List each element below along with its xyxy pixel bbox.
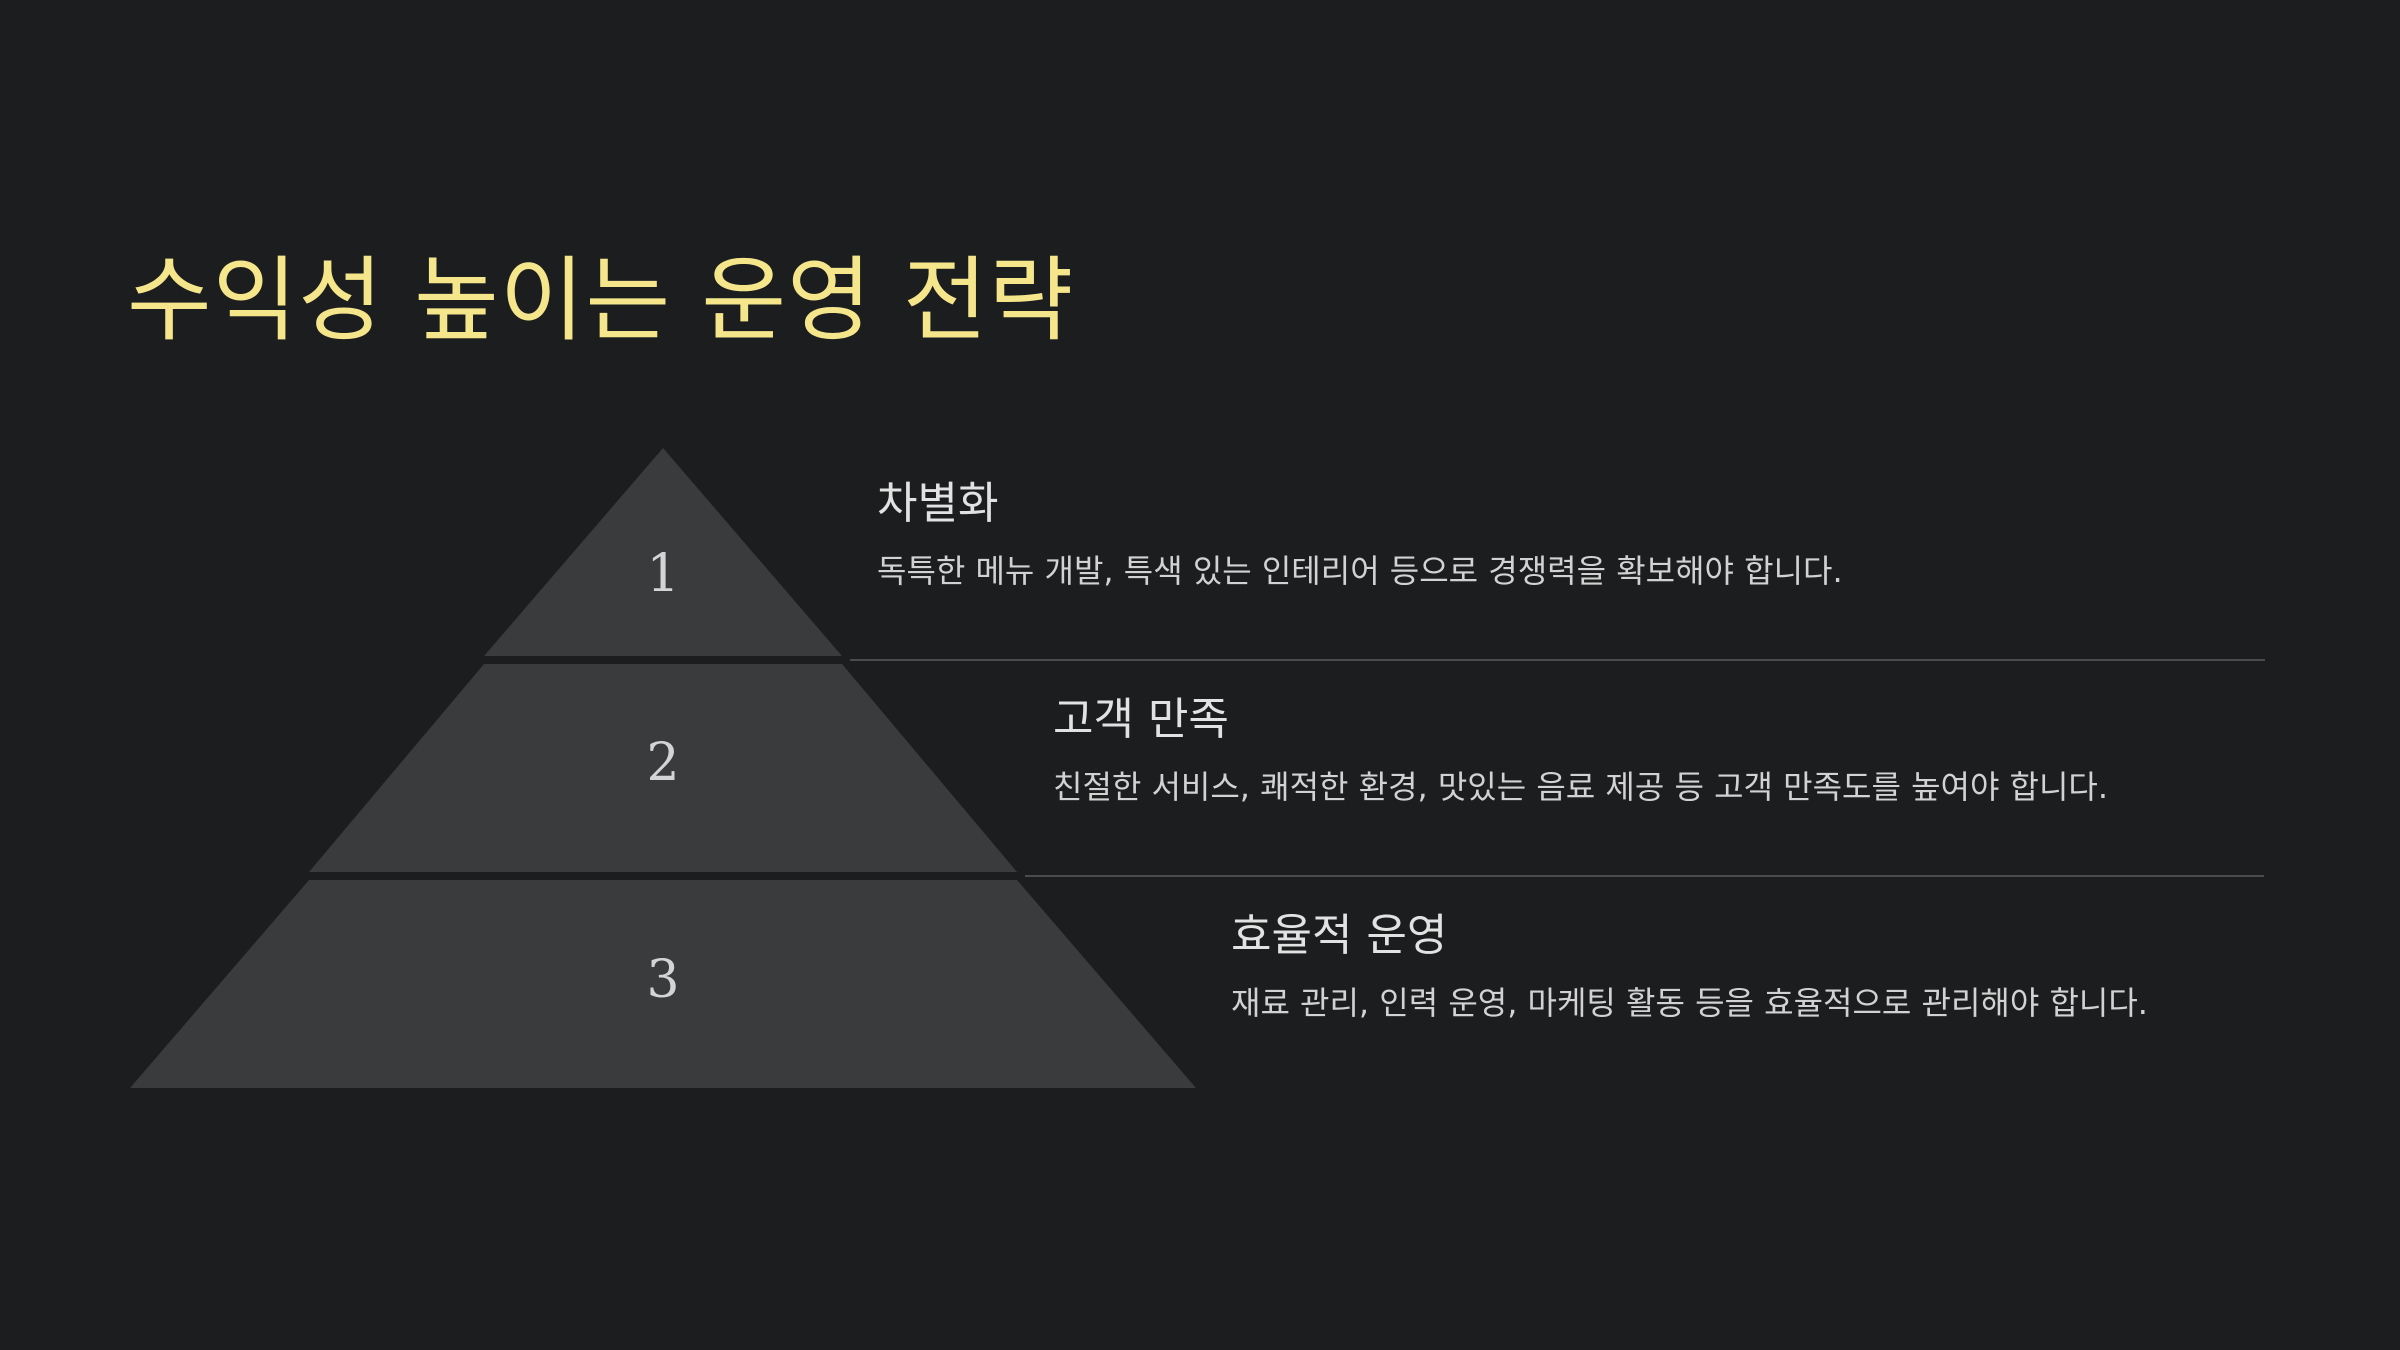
step-1-description: 독특한 메뉴 개발, 특색 있는 인테리어 등으로 경쟁력을 확보해야 합니다. <box>877 551 1843 590</box>
step-1-text: 차별화 독특한 메뉴 개발, 특색 있는 인테리어 등으로 경쟁력을 확보해야 … <box>877 478 1843 592</box>
pyramid-tier-1 <box>484 448 842 656</box>
pyramid-tier-2 <box>309 664 1017 872</box>
step-3-heading: 효율적 운영 <box>1231 910 1448 961</box>
step-3-text: 효율적 운영 재료 관리, 인력 운영, 마케팅 활동 등을 효율적으로 관리해… <box>1231 910 2148 1024</box>
step-2-heading: 고객 만족 <box>1053 694 1229 745</box>
step-2-text: 고객 만족 친절한 서비스, 쾌적한 환경, 맛있는 음료 제공 등 고객 만족… <box>1053 694 2108 808</box>
step-1-heading: 차별화 <box>877 478 999 529</box>
step-3-description: 재료 관리, 인력 운영, 마케팅 활동 등을 효율적으로 관리해야 합니다. <box>1231 983 2148 1022</box>
tier-number-3: 3 <box>646 950 679 1010</box>
pyramid-tier-3 <box>130 880 1196 1088</box>
tier-number-1: 1 <box>646 544 679 604</box>
step-1-divider <box>850 659 2265 661</box>
page-title: 수익성 높이는 운영 전략 <box>127 247 1075 354</box>
step-2-divider <box>1025 875 2264 877</box>
tier-number-2: 2 <box>646 733 679 793</box>
step-2-description: 친절한 서비스, 쾌적한 환경, 맛있는 음료 제공 등 고객 만족도를 높여야… <box>1053 767 2109 806</box>
